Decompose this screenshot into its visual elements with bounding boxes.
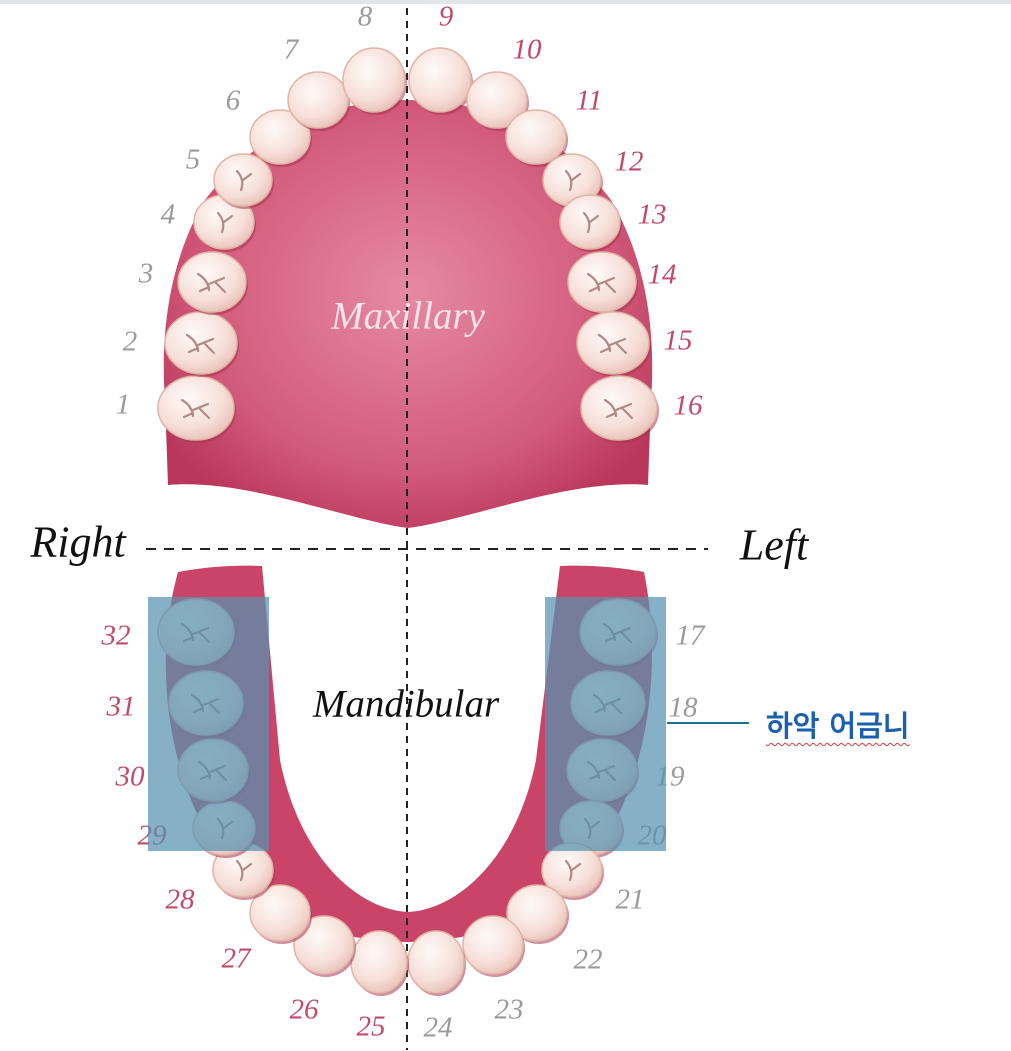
- mandibular-label: Mandibular: [312, 682, 500, 726]
- lower-tooth-24: [407, 930, 466, 996]
- upper-tooth-5: [213, 153, 274, 209]
- tooth-number-3: 3: [138, 257, 154, 290]
- upper-tooth-3: [177, 251, 248, 315]
- upper-tooth-10: [466, 71, 529, 131]
- highlight-left-lower-molars: [545, 597, 666, 851]
- tooth-number-12: 12: [614, 145, 644, 178]
- tooth-number-16: 16: [673, 389, 703, 422]
- callout-line: [667, 722, 749, 724]
- tooth-number-13: 13: [637, 198, 667, 231]
- upper-tooth-2: [164, 311, 239, 377]
- lower-tooth-26: [293, 915, 356, 977]
- lower-tooth-23: [462, 915, 525, 977]
- lower-tooth-22: [506, 884, 569, 944]
- upper-tooth-15: [576, 311, 651, 377]
- tooth-number-1: 1: [115, 388, 131, 421]
- tooth-number-23: 23: [494, 993, 524, 1026]
- tooth-number-10: 10: [512, 33, 542, 66]
- mandibular-gum: [165, 565, 652, 942]
- upper-tooth-9: [408, 47, 473, 115]
- tooth-number-22: 22: [573, 943, 603, 976]
- tooth-number-32: 32: [101, 619, 131, 652]
- tooth-number-24: 24: [423, 1011, 453, 1044]
- tooth-number-25: 25: [356, 1010, 386, 1043]
- right-label: Right: [30, 517, 126, 567]
- upper-tooth-16: [580, 375, 659, 443]
- tooth-number-4: 4: [160, 198, 176, 231]
- upper-tooth-13: [559, 194, 622, 252]
- tooth-number-6: 6: [225, 84, 241, 117]
- top-border: [0, 0, 1011, 4]
- tooth-number-31: 31: [106, 690, 136, 723]
- tooth-number-18: 18: [668, 691, 698, 724]
- tooth-number-14: 14: [647, 258, 677, 291]
- upper-tooth-1: [157, 375, 236, 443]
- callout-label: 하악 어금니: [766, 709, 910, 743]
- tooth-number-2: 2: [122, 325, 138, 358]
- upper-tooth-11: [505, 109, 568, 167]
- tooth-number-17: 17: [675, 619, 705, 652]
- highlight-right-lower-molars: [148, 597, 269, 851]
- maxillary-label: Maxillary: [331, 294, 485, 338]
- lower-tooth-27: [249, 884, 312, 944]
- upper-tooth-8: [342, 47, 407, 115]
- tooth-number-7: 7: [283, 33, 299, 66]
- upper-tooth-6: [249, 109, 312, 167]
- tooth-number-9: 9: [438, 0, 454, 33]
- left-label: Left: [739, 520, 809, 570]
- tooth-number-26: 26: [289, 993, 319, 1026]
- tooth-number-30: 30: [115, 760, 145, 793]
- tooth-number-8: 8: [357, 0, 373, 33]
- tooth-number-5: 5: [185, 143, 201, 176]
- tooth-number-11: 11: [575, 84, 603, 117]
- lower-tooth-25: [350, 930, 409, 996]
- upper-tooth-14: [567, 251, 638, 315]
- tooth-number-15: 15: [663, 324, 693, 357]
- tooth-number-21: 21: [615, 883, 645, 916]
- upper-tooth-7: [287, 71, 350, 131]
- tooth-number-28: 28: [165, 883, 195, 916]
- tooth-number-27: 27: [221, 942, 251, 975]
